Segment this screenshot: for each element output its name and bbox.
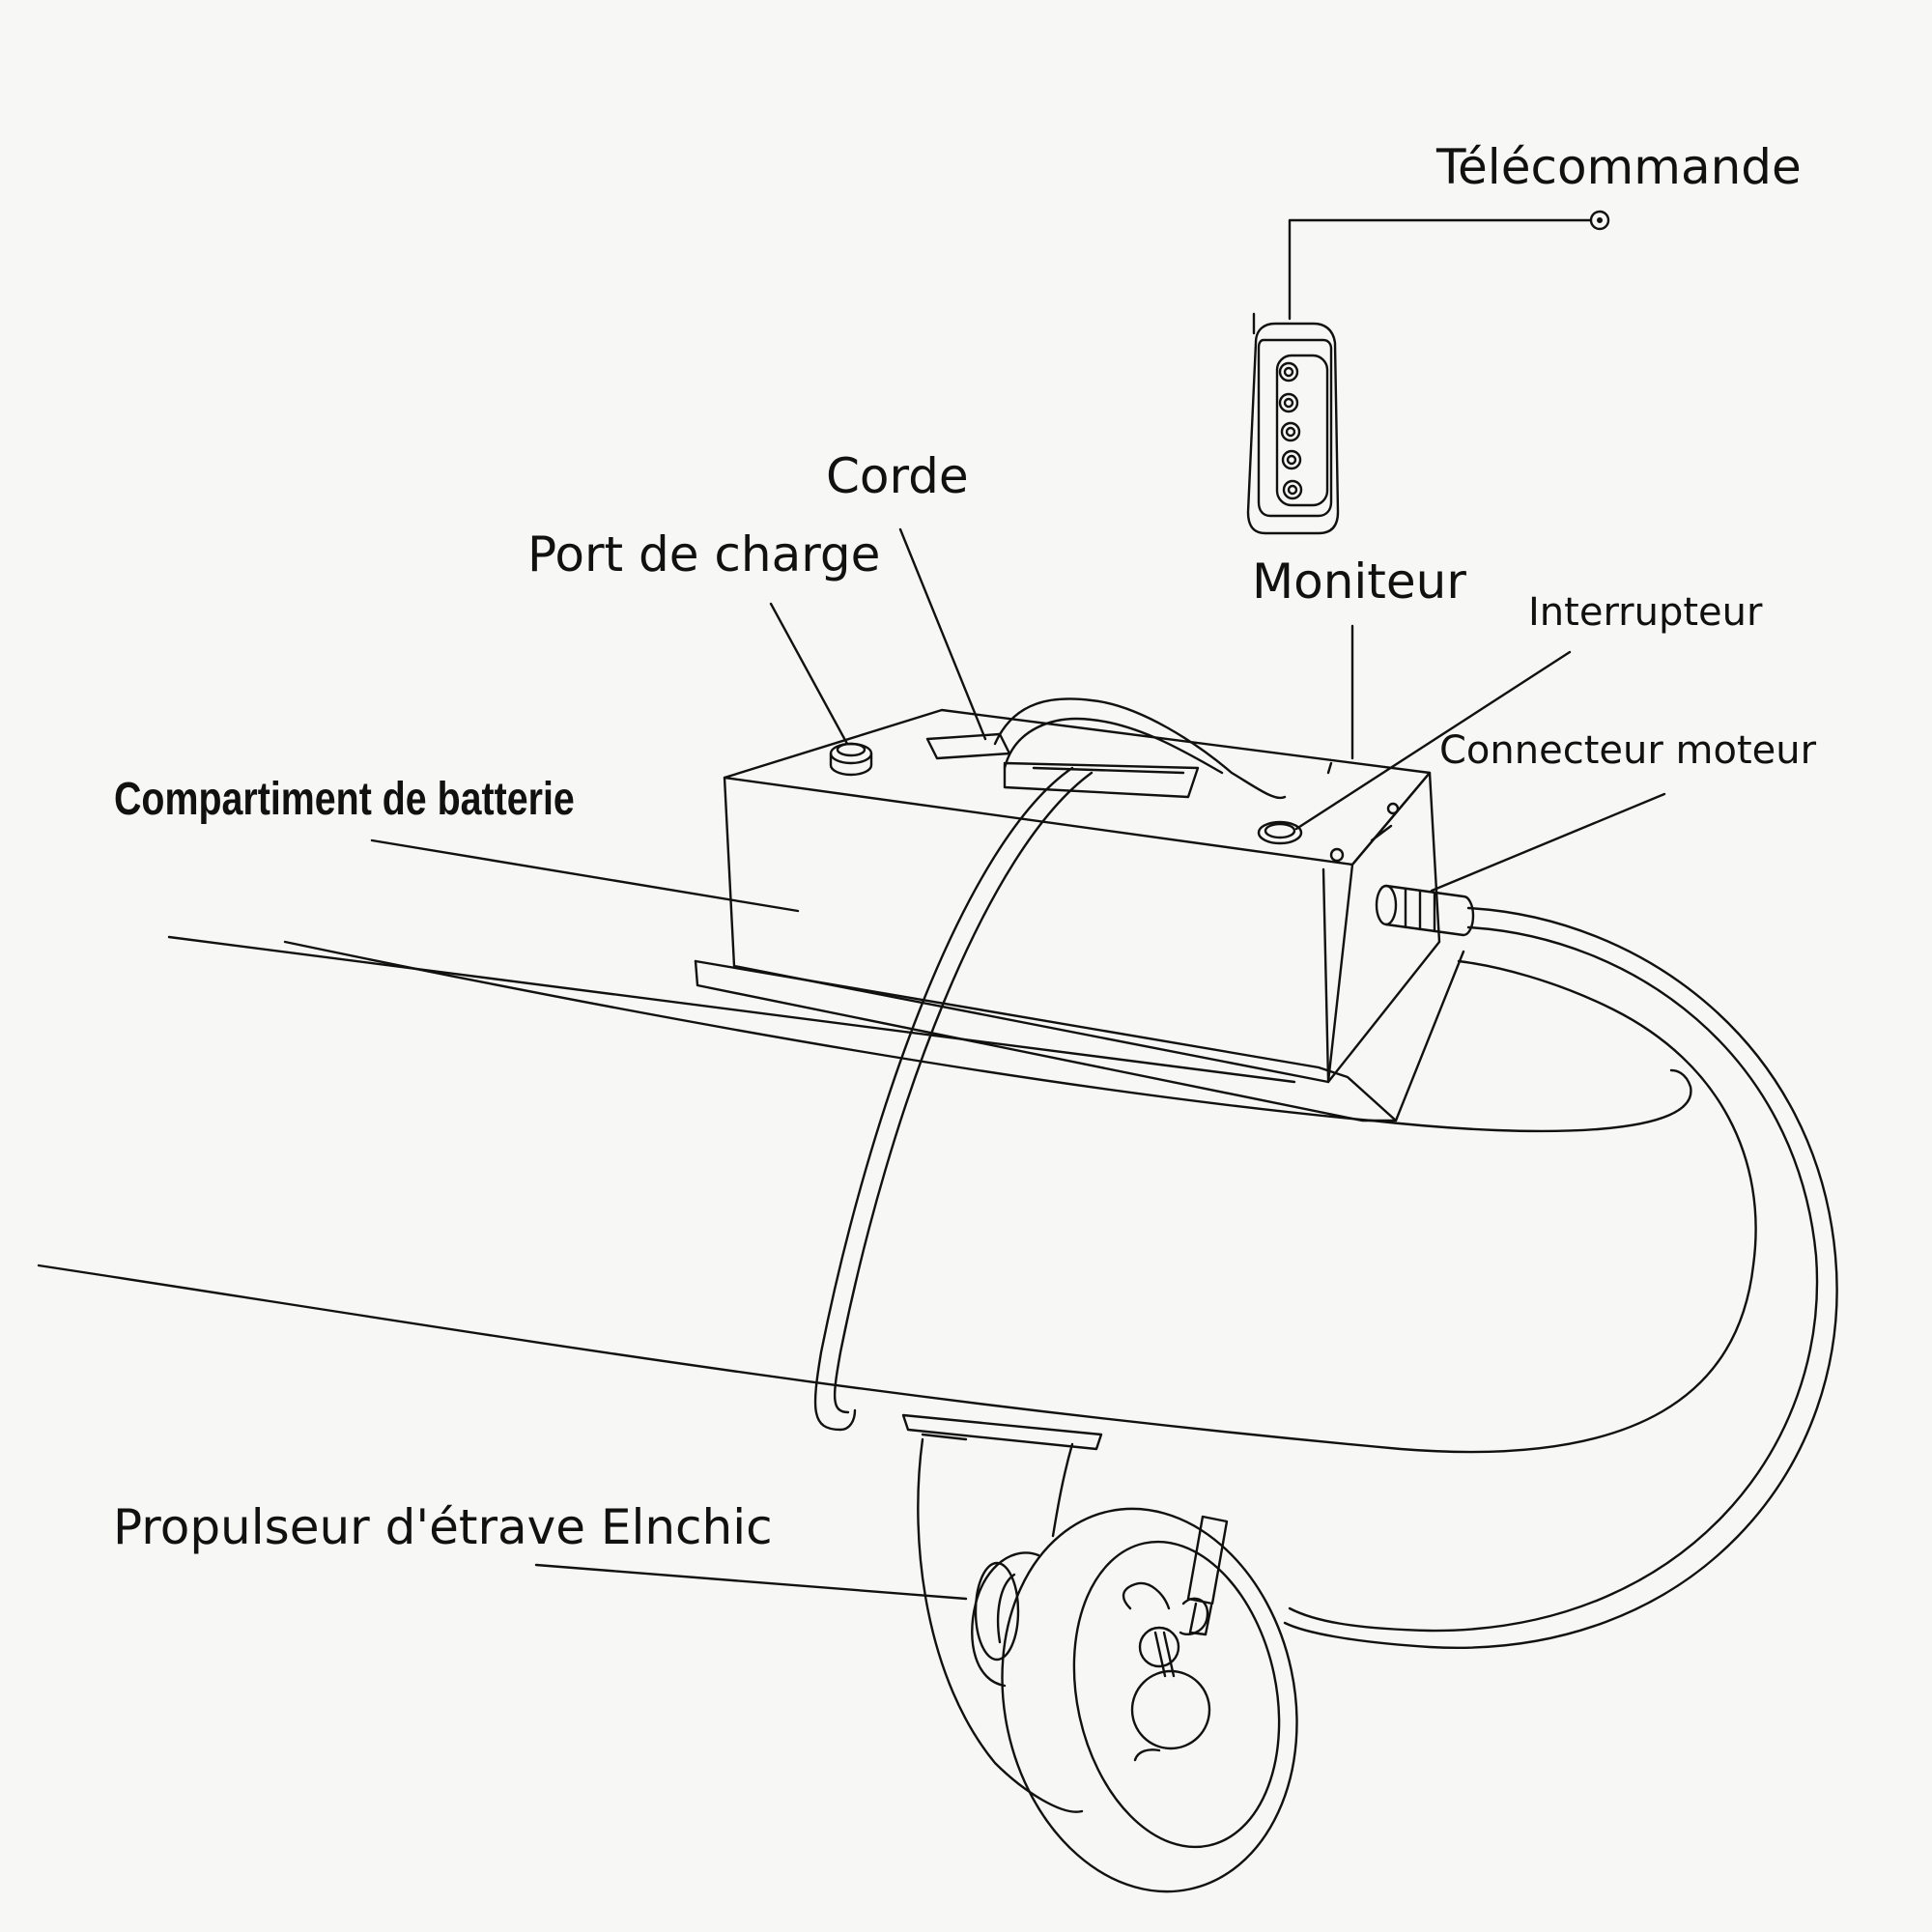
rope-handle [927,698,1285,798]
leader-switch [1296,652,1570,829]
motor-cable [1285,908,1837,1648]
bow-thruster-icon [903,1415,1331,1919]
label-bow-thruster: Propulseur d'étrave Elnchic [113,1499,773,1555]
switch-button-icon [1259,822,1301,843]
label-rope: Corde [826,448,969,504]
leader-remote [1290,220,1594,319]
label-switch: Interrupteur [1528,590,1763,635]
label-charging-port: Port de charge [527,526,881,582]
label-motor-connector: Connecteur moteur [1439,728,1817,773]
rope-loop [815,768,1092,1430]
leader-bow-thruster [536,1565,966,1599]
boat-hull [39,937,1756,1452]
label-remote: Télécommande [1436,139,1802,195]
leader-motor-connector [1432,794,1664,891]
callout-lines [372,212,1664,1599]
leader-charging-port [771,604,847,744]
leader-rope [900,529,985,739]
remote-control-icon [1248,314,1338,533]
label-battery-compartment: Compartiment de batterie [114,774,575,825]
label-monitor: Moniteur [1252,554,1466,610]
motor-connector-icon [1377,886,1473,935]
charging-port-icon [831,744,871,775]
battery-compartment-box [696,710,1463,1121]
leader-battery-compartment [372,840,798,911]
